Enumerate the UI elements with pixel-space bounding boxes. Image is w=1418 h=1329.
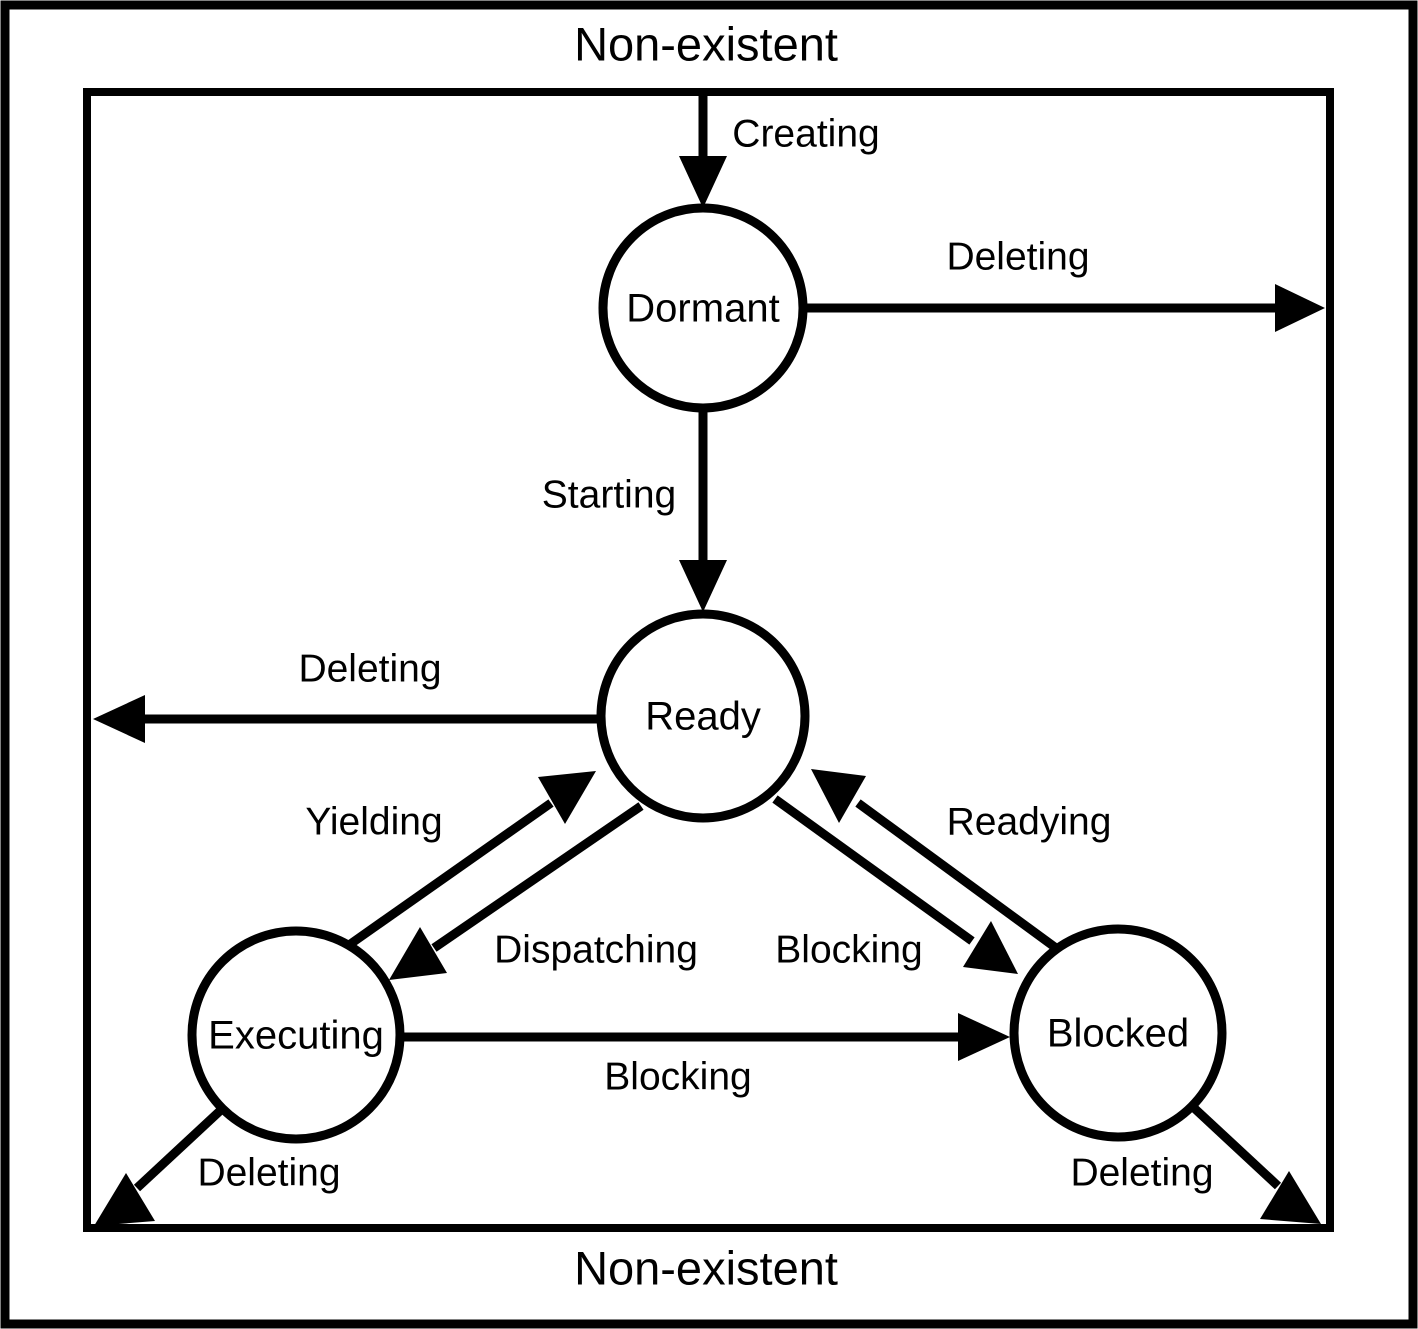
edge-executing-deleting [94,1105,226,1226]
state-label-blocked: Blocked [1047,1012,1189,1056]
state-node-ready[interactable]: Ready [596,609,810,823]
edge-dormant-deleting [803,284,1325,332]
edge-label-yielding: Yielding [305,800,442,843]
edge-label-executing-deleting: Deleting [197,1151,340,1194]
state-node-executing[interactable]: Executing [187,926,405,1144]
state-circle-executing[interactable] [187,926,405,1144]
edge-blocked-deleting-arrowhead [1260,1171,1321,1224]
edge-label-blocked-deleting: Deleting [1070,1151,1213,1194]
state-node-dormant[interactable]: Dormant [598,203,808,413]
edge-dispatching [389,802,644,980]
state-label-executing: Executing [208,1014,384,1058]
edge-yielding-line [346,799,554,949]
edge-yielding-arrowhead [538,771,596,824]
edge-label-creating: Creating [732,112,879,155]
edge-dormant-deleting-arrowhead [1275,284,1325,332]
state-circle-ready[interactable] [596,609,810,823]
edge-readying [811,769,1059,952]
edge-blocked-deleting [1189,1103,1321,1224]
edge-label-readying: Readying [947,800,1112,843]
edge-dispatching-arrowhead [389,927,447,980]
edge-label-ready-blocking: Blocking [775,928,922,971]
edge-ready-deleting-arrowhead [93,695,145,743]
zone-label-top: Non-existent [574,17,838,70]
edge-blocked-deleting-line [1189,1103,1282,1190]
edge-ready-blocking-line [772,795,975,945]
edge-label-executing-blocking: Blocking [604,1055,751,1098]
state-circle-dormant[interactable] [598,203,808,413]
edge-executing-blocking-arrowhead [958,1013,1010,1061]
edge-ready-deleting [93,695,601,743]
state-label-dormant: Dormant [626,287,779,331]
edge-executing-deleting-line [133,1105,226,1192]
edge-ready-blocking [772,795,1018,974]
state-circle-blocked[interactable] [1009,924,1227,1142]
edge-label-dormant-deleting: Deleting [946,235,1089,278]
edge-yielding [346,771,596,949]
edge-creating [679,94,727,208]
edge-executing-deleting-arrowhead [94,1173,155,1226]
edge-starting-arrowhead [679,560,727,612]
inner-frame [83,88,1334,1232]
edge-readying-line [855,799,1059,952]
edge-readying-arrowhead [811,769,866,823]
edge-label-starting: Starting [542,473,676,516]
edge-dispatching-line [431,802,644,952]
state-node-blocked[interactable]: Blocked [1009,924,1227,1142]
edge-starting [679,410,727,612]
edge-label-dispatching: Dispatching [494,928,698,971]
edge-creating-arrowhead [679,156,727,208]
edge-executing-blocking [400,1013,1010,1061]
edge-label-ready-deleting: Deleting [298,647,441,690]
zone-label-bottom: Non-existent [574,1241,838,1294]
edge-ready-blocking-arrowhead [963,921,1018,974]
state-label-ready: Ready [645,695,761,739]
